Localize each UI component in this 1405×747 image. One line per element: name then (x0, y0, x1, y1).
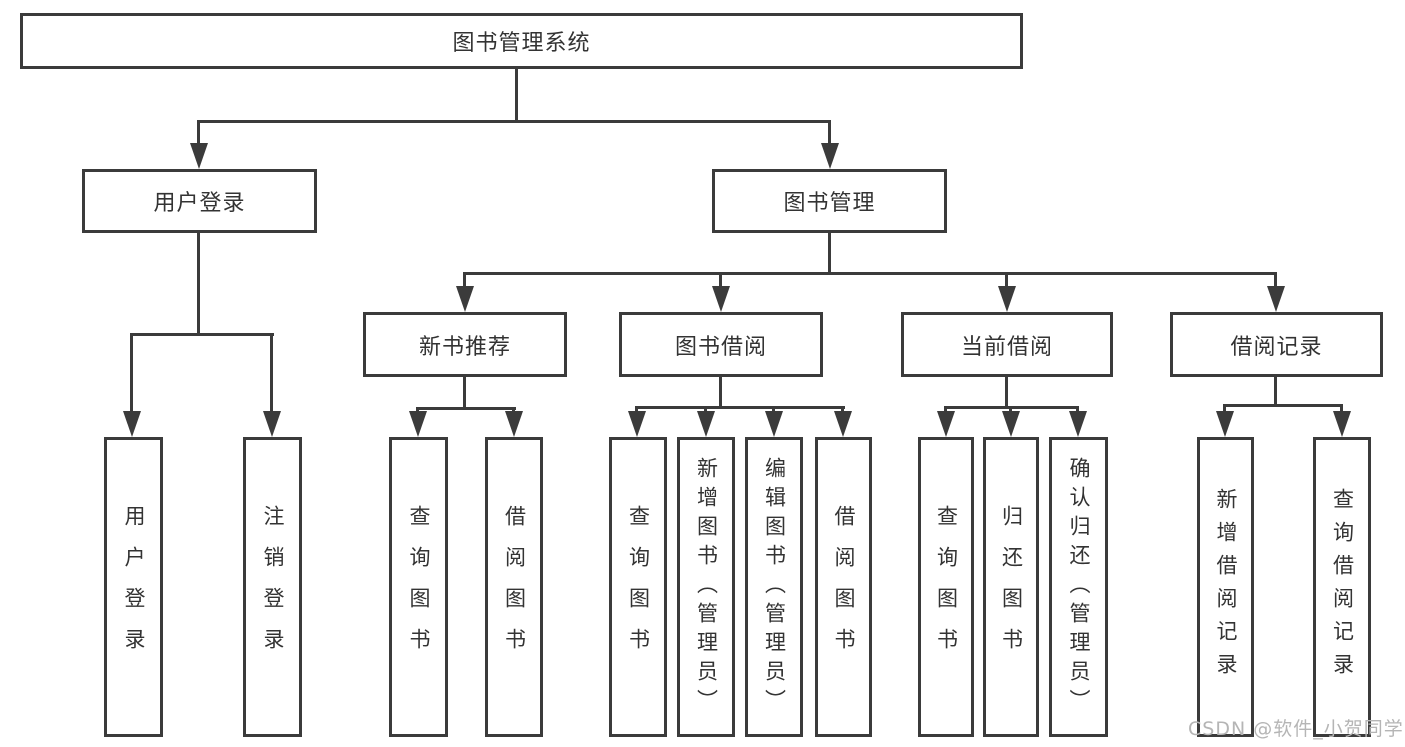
leaf-cb-return-books-label: 归还图书 (999, 505, 1024, 669)
connector-drop-book-borrowing (719, 272, 722, 290)
connector-drop-borrow-records (1274, 272, 1277, 290)
leaf-logout: 注销登录 (243, 437, 302, 737)
leaf-logout-label: 注销登录 (261, 505, 285, 669)
leaf-bb-borrow-books-label: 借阅图书 (832, 505, 856, 669)
leaf-br-add-record: 新增借阅记录 (1197, 437, 1254, 737)
arrowhead-br-query (1333, 411, 1351, 437)
arrowhead-br-add (1216, 411, 1234, 437)
connector-drop-leaf-user-login (130, 333, 133, 415)
connector-user-login-stem (197, 232, 200, 336)
node-book-borrowing-label: 图书借阅 (674, 334, 767, 360)
node-current-borrowing-label: 当前借阅 (960, 334, 1053, 360)
arrowhead-nb-borrow (505, 411, 523, 437)
connector-new-books-bus (416, 407, 516, 410)
connector-drop-leaf-logout (270, 333, 273, 415)
leaf-br-query-record-label: 查询借阅记录 (1330, 488, 1355, 686)
leaf-cb-query-books: 查询图书 (918, 437, 974, 737)
arrowhead-bb-query (628, 411, 646, 437)
node-borrow-records-label: 借阅记录 (1230, 334, 1323, 360)
connector-user-login-bus (131, 333, 274, 336)
node-book-management: 图书管理 (712, 169, 947, 233)
node-book-management-label: 图书管理 (783, 191, 876, 216)
leaf-bb-edit-books-admin: 编辑图书（管理员） (745, 437, 803, 737)
node-user-login-label: 用户登录 (153, 191, 246, 216)
connector-current-borrowing-stem (1005, 376, 1008, 409)
connector-drop-current-borrowing (1005, 272, 1008, 290)
leaf-nb-query-books-label: 查询图书 (407, 505, 431, 669)
arrowhead-bb-edit (765, 411, 783, 437)
arrowhead-user-login (190, 143, 208, 169)
leaf-bb-query-books-label: 查询图书 (626, 505, 651, 669)
connector-root-stem (515, 68, 518, 122)
arrowhead-leaf-user-login (123, 411, 141, 437)
arrowhead-book-borrowing (712, 286, 730, 312)
leaf-br-add-record-label: 新增借阅记录 (1214, 488, 1238, 686)
leaf-cb-confirm-return-admin: 确认归还（管理员） (1049, 437, 1108, 737)
connector-book-borrowing-stem (719, 376, 722, 409)
leaf-nb-borrow-books-label: 借阅图书 (502, 505, 527, 669)
arrowhead-bb-borrow (834, 411, 852, 437)
root-box-library-management-system: 图书管理系统 (20, 13, 1023, 69)
arrowhead-cb-query (937, 411, 955, 437)
connector-new-books-stem (463, 376, 466, 410)
arrowhead-cb-return (1002, 411, 1020, 437)
node-current-borrowing: 当前借阅 (901, 312, 1113, 377)
leaf-nb-borrow-books: 借阅图书 (485, 437, 543, 737)
connector-borrow-records-bus (1223, 404, 1343, 407)
connector-drop-cb-return (1009, 406, 1012, 415)
leaf-cb-query-books-label: 查询图书 (934, 505, 959, 669)
connector-root-bus (197, 120, 831, 123)
root-label: 图书管理系统 (452, 31, 591, 56)
connector-book-management-stem (828, 232, 831, 275)
node-new-books: 新书推荐 (363, 312, 567, 377)
arrowhead-new-books (456, 286, 474, 312)
arrowhead-nb-query (409, 411, 427, 437)
connector-drop-book-management (828, 120, 831, 148)
connector-drop-bb-edit (772, 406, 775, 415)
node-book-borrowing: 图书借阅 (619, 312, 823, 377)
node-borrow-records: 借阅记录 (1170, 312, 1383, 377)
connector-drop-bb-borrow (841, 406, 844, 415)
connector-level3-bus (463, 272, 1277, 275)
connector-book-borrowing-bus (635, 406, 845, 409)
leaf-bb-add-books-admin: 新增图书（管理员） (677, 437, 735, 737)
connector-drop-user-login (197, 120, 200, 148)
leaf-bb-query-books: 查询图书 (609, 437, 667, 737)
connector-drop-cb-confirm (1076, 406, 1079, 415)
arrowhead-borrow-records (1267, 286, 1285, 312)
arrowhead-current-borrowing (998, 286, 1016, 312)
connector-drop-cb-query (944, 406, 947, 415)
connector-drop-bb-query (635, 406, 638, 415)
arrowhead-cb-confirm (1069, 411, 1087, 437)
leaf-nb-query-books: 查询图书 (389, 437, 448, 737)
arrowhead-book-management (821, 143, 839, 169)
leaf-cb-return-books: 归还图书 (983, 437, 1039, 737)
connector-drop-new-books (463, 272, 466, 290)
arrowhead-bb-add (697, 411, 715, 437)
leaf-cb-confirm-return-admin-label: 确认归还（管理员） (1067, 456, 1091, 718)
node-new-books-label: 新书推荐 (418, 334, 511, 360)
node-user-login: 用户登录 (82, 169, 317, 233)
leaf-bb-add-books-admin-label: 新增图书（管理员） (694, 456, 719, 718)
connector-borrow-records-stem (1274, 376, 1277, 407)
leaf-user-login-label: 用户登录 (122, 505, 146, 669)
leaf-bb-borrow-books: 借阅图书 (815, 437, 872, 737)
csdn-watermark: CSDN @软件_小贺同学 (1188, 718, 1404, 740)
leaf-user-login: 用户登录 (104, 437, 163, 737)
leaf-bb-edit-books-admin-label: 编辑图书（管理员） (762, 456, 787, 718)
connector-drop-br-query (1340, 404, 1343, 415)
arrowhead-leaf-logout (263, 411, 281, 437)
connector-drop-br-add (1223, 404, 1226, 415)
leaf-br-query-record: 查询借阅记录 (1313, 437, 1371, 737)
connector-drop-bb-add (704, 406, 707, 415)
